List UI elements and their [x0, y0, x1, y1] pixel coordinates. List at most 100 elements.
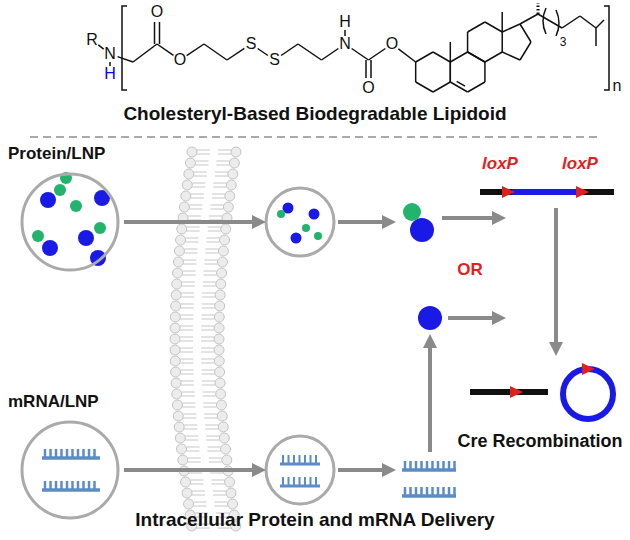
bond — [502, 24, 520, 32]
process-arrow — [124, 468, 262, 472]
bond — [416, 52, 433, 62]
parenthesis — [543, 8, 546, 34]
bond — [118, 57, 133, 62]
site-label: loxP — [482, 155, 518, 174]
bond — [133, 44, 157, 62]
double-bond — [457, 81, 465, 86]
bond — [485, 52, 502, 62]
double-bond — [154, 22, 156, 44]
hashed-bond — [537, 3, 540, 14]
site-label: loxP — [562, 155, 598, 174]
bond — [450, 52, 467, 62]
bond — [468, 52, 485, 62]
atom-label: S — [246, 35, 257, 53]
loxp-site — [576, 186, 589, 198]
bond — [468, 82, 485, 92]
bracket — [604, 6, 609, 90]
bond — [468, 52, 485, 62]
structure-title: Cholesteryl-Based Biodegradable Lipidoid — [123, 104, 506, 125]
bond — [450, 62, 452, 82]
carrier-protein — [302, 224, 310, 232]
figure-caption: Intracellular Protein and mRNA Delivery — [135, 510, 494, 531]
atom-label: O — [151, 3, 163, 21]
bond — [298, 44, 322, 60]
bond — [520, 14, 538, 24]
atom-label: S — [269, 51, 280, 69]
cre-protein — [309, 209, 320, 220]
mrna-strand — [402, 487, 456, 496]
mrna-strand — [402, 461, 456, 470]
cre-protein — [418, 306, 442, 330]
bond — [415, 62, 417, 82]
divider — [30, 136, 600, 138]
bracket — [122, 6, 127, 90]
bond — [258, 49, 268, 56]
atom-label: O — [174, 51, 186, 69]
alternative-label: OR — [457, 261, 483, 280]
parenthesis — [556, 10, 559, 36]
bond — [468, 22, 485, 32]
bond — [501, 32, 503, 52]
atom-label: H — [339, 13, 351, 31]
bond — [450, 62, 452, 82]
lnp-outline — [20, 420, 120, 520]
bond — [398, 49, 415, 62]
bond — [520, 42, 531, 60]
particle-label: Protein/LNP — [8, 144, 105, 164]
mrna-strand — [42, 449, 100, 458]
atom-label: N — [339, 35, 351, 53]
bond — [352, 49, 369, 60]
bond — [580, 16, 596, 28]
process-arrow — [338, 468, 392, 472]
bond — [450, 82, 467, 92]
cre-protein — [78, 230, 94, 246]
bond — [433, 82, 450, 92]
carrier-protein — [403, 203, 421, 221]
dna — [480, 189, 614, 195]
process-arrow — [448, 316, 502, 320]
process-arrow — [554, 208, 558, 352]
process-arrow — [428, 338, 432, 452]
carrier-protein — [54, 184, 66, 196]
double-bond — [370, 60, 372, 78]
endosome — [266, 436, 334, 504]
repeat-subscript: n — [613, 77, 622, 95]
bond — [485, 22, 502, 32]
bond — [562, 16, 580, 28]
cargo — [32, 172, 456, 496]
cell-membrane — [170, 147, 241, 531]
bond — [369, 49, 386, 60]
bond — [595, 28, 597, 46]
process-arrow — [124, 220, 262, 224]
bond — [433, 52, 450, 62]
bond — [501, 12, 503, 32]
endosome — [266, 188, 334, 256]
lipidoid-structure — [98, 3, 609, 92]
carrier-protein — [94, 222, 106, 234]
bond — [204, 44, 227, 60]
bond — [596, 20, 604, 28]
dna — [470, 389, 548, 395]
result-label: Cre Recombination — [457, 432, 622, 452]
loxp-site — [502, 186, 515, 198]
excised-circle — [563, 369, 613, 419]
mrna-strand — [280, 455, 320, 464]
loxp-site — [510, 386, 523, 398]
lnp-particle: mRNA/LNP — [20, 420, 120, 520]
atom-label: N — [104, 45, 116, 63]
cre-protein — [42, 240, 58, 256]
mrna-strand — [280, 477, 320, 486]
bond — [520, 24, 531, 42]
carrier-protein — [70, 200, 82, 212]
double-bond — [365, 60, 367, 78]
process-arrow — [338, 220, 392, 224]
bond — [281, 44, 298, 55]
cre-protein — [410, 218, 434, 242]
repeat-subscript: 3 — [560, 36, 567, 49]
lnp-particle: Protein/LNP — [20, 172, 120, 272]
atom-label: H — [104, 65, 116, 83]
bond — [484, 62, 486, 82]
particle-label: mRNA/LNP — [8, 392, 99, 412]
process-arrow — [442, 216, 502, 220]
